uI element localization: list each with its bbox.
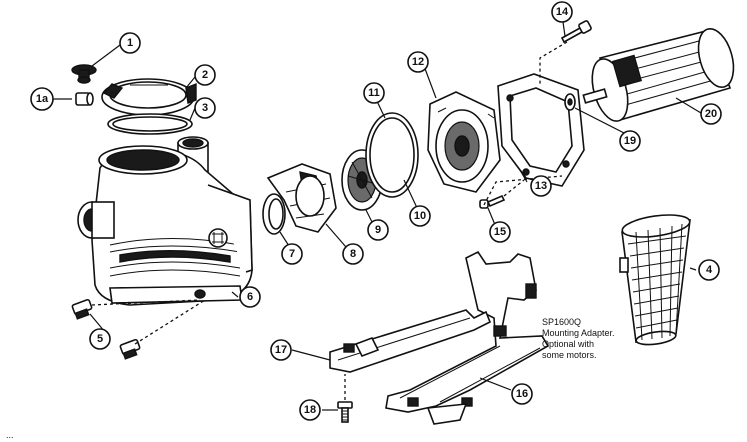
callout-10: 10	[409, 205, 431, 227]
callout-2: 2	[194, 64, 216, 86]
svg-text:2: 2	[202, 69, 208, 81]
callout-4: 4	[698, 259, 720, 281]
bolt-15-guide-line	[503, 179, 525, 197]
part-4-strainer-basket	[619, 214, 691, 346]
part-1a-nut	[75, 92, 94, 106]
part-11-gasket	[365, 112, 419, 198]
svg-text:7: 7	[289, 248, 295, 260]
callout-18: 18	[299, 399, 321, 421]
note-line-1: SP1600Q	[542, 317, 581, 327]
svg-text:13: 13	[535, 180, 547, 192]
callout-16: 16	[511, 383, 533, 405]
callout-3: 3	[194, 97, 216, 119]
callout-1: 1	[119, 32, 141, 54]
svg-text:17: 17	[275, 344, 287, 356]
svg-text:9: 9	[375, 224, 381, 236]
svg-text:11: 11	[368, 87, 380, 99]
svg-text:19: 19	[624, 135, 636, 147]
svg-text:14: 14	[556, 6, 569, 18]
part-8-diffuser	[266, 163, 337, 233]
callout-6: 6	[239, 286, 261, 308]
svg-text:1: 1	[127, 37, 133, 49]
part-2-lid-clamp	[101, 78, 197, 116]
corner-label: ...	[6, 430, 14, 440]
part-17-mounting-rail	[329, 309, 492, 373]
svg-text:6: 6	[247, 291, 253, 303]
svg-text:5: 5	[97, 333, 103, 345]
callout-7: 7	[281, 243, 303, 265]
callout-13: 13	[530, 175, 552, 197]
svg-text:20: 20	[705, 108, 717, 120]
callout-20: 20	[700, 103, 722, 125]
svg-text:1a: 1a	[36, 93, 49, 105]
svg-text:10: 10	[414, 210, 426, 222]
part-3-lid-oring	[107, 113, 193, 135]
svg-text:16: 16	[516, 388, 528, 400]
callout-14: 14	[551, 1, 573, 23]
note-line-2: Mounting Adapter.	[542, 328, 615, 338]
part-5-drain-plugs	[71, 298, 206, 360]
part-14-bolt	[560, 20, 592, 44]
part-1-knob	[71, 64, 97, 84]
callout-11: 11	[363, 82, 385, 104]
svg-text:18: 18	[304, 404, 316, 416]
mounting-adapter-note: SP1600Q Mounting Adapter. Optional with …	[542, 317, 615, 360]
svg-text:12: 12	[412, 56, 424, 68]
svg-text:3: 3	[202, 102, 208, 114]
callout-15: 15	[489, 221, 511, 243]
part-20-motor	[582, 28, 735, 122]
note-line-4: some motors.	[542, 350, 597, 360]
svg-text:8: 8	[350, 248, 356, 260]
note-line-3: Optional with	[542, 339, 594, 349]
callout-17: 17	[270, 339, 292, 361]
callout-8: 8	[342, 243, 364, 265]
part-15-bolt	[479, 194, 506, 209]
part-13-mounting-plate	[497, 73, 585, 187]
bolt-14-guide-line	[539, 41, 568, 84]
part-6-pump-housing	[77, 136, 253, 306]
callout-5: 5	[89, 328, 111, 350]
svg-text:4: 4	[706, 264, 713, 276]
callout-1a: 1a	[30, 87, 54, 111]
callout-19: 19	[619, 130, 641, 152]
leader-lines	[53, 21, 702, 411]
part-18-screw	[337, 401, 353, 423]
part-7-seal-ring	[262, 193, 286, 235]
part-16-base	[385, 250, 550, 425]
callout-12: 12	[407, 51, 429, 73]
svg-text:15: 15	[494, 226, 506, 238]
part-12-seal-plate	[427, 91, 501, 193]
callout-9: 9	[367, 219, 389, 241]
bolt-15-guide-line-2	[483, 175, 563, 206]
part-19-washer	[564, 93, 576, 111]
